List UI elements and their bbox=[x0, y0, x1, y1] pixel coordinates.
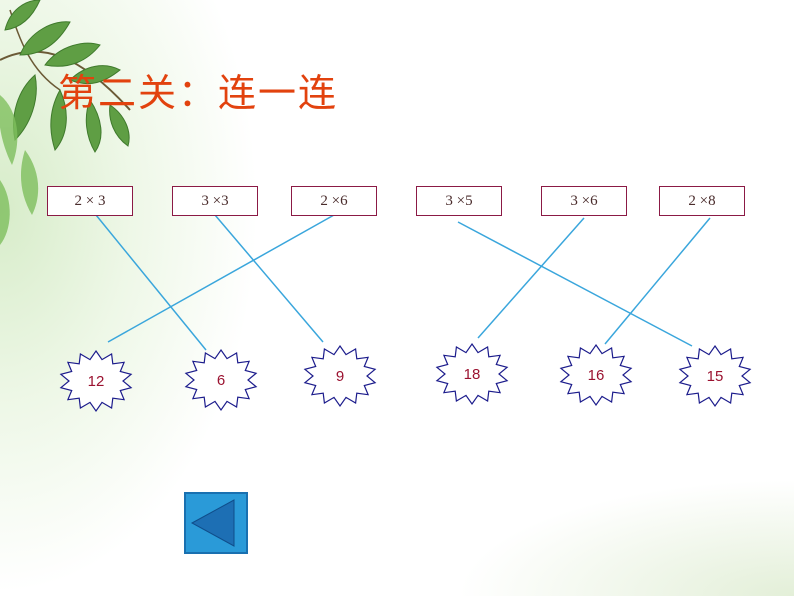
answer-star[interactable]: 18 bbox=[434, 342, 510, 406]
answer-star[interactable]: 12 bbox=[58, 349, 134, 413]
star-burst-icon bbox=[59, 349, 133, 413]
star-burst-icon bbox=[559, 343, 633, 407]
answer-star[interactable]: 6 bbox=[183, 348, 259, 412]
connection-line bbox=[214, 214, 324, 343]
connection-line bbox=[95, 214, 207, 351]
answer-label: 6 bbox=[216, 371, 226, 389]
star-burst-icon bbox=[678, 344, 752, 408]
answer-label: 9 bbox=[335, 367, 345, 385]
star-burst-icon bbox=[435, 342, 509, 406]
expression-box[interactable]: 3 ×5 bbox=[416, 186, 502, 216]
expression-box[interactable]: 2 ×8 bbox=[659, 186, 745, 216]
star-burst-icon bbox=[184, 348, 258, 412]
answer-label: 15 bbox=[706, 367, 724, 385]
answer-label: 16 bbox=[587, 366, 605, 384]
leaf-branch-icon bbox=[0, 0, 131, 245]
answer-star[interactable]: 9 bbox=[302, 344, 378, 408]
expression-box[interactable]: 3 ×3 bbox=[172, 186, 258, 216]
connection-line bbox=[604, 217, 711, 345]
background-glow-bottom bbox=[430, 470, 794, 596]
expression-box[interactable]: 2 ×6 bbox=[291, 186, 377, 216]
expression-box[interactable]: 2 × 3 bbox=[47, 186, 133, 216]
answer-label: 18 bbox=[463, 365, 481, 383]
answer-label: 12 bbox=[87, 372, 105, 390]
connection-line bbox=[107, 214, 335, 343]
connection-line bbox=[457, 221, 693, 347]
connection-line bbox=[477, 217, 585, 339]
answer-star[interactable]: 16 bbox=[558, 343, 634, 407]
triangle-left-icon bbox=[190, 499, 235, 547]
back-button[interactable] bbox=[184, 492, 248, 554]
expression-box[interactable]: 3 ×6 bbox=[541, 186, 627, 216]
answer-star[interactable]: 15 bbox=[677, 344, 753, 408]
star-burst-icon bbox=[303, 344, 377, 408]
page-title: 第二关：连一连 bbox=[58, 71, 339, 115]
